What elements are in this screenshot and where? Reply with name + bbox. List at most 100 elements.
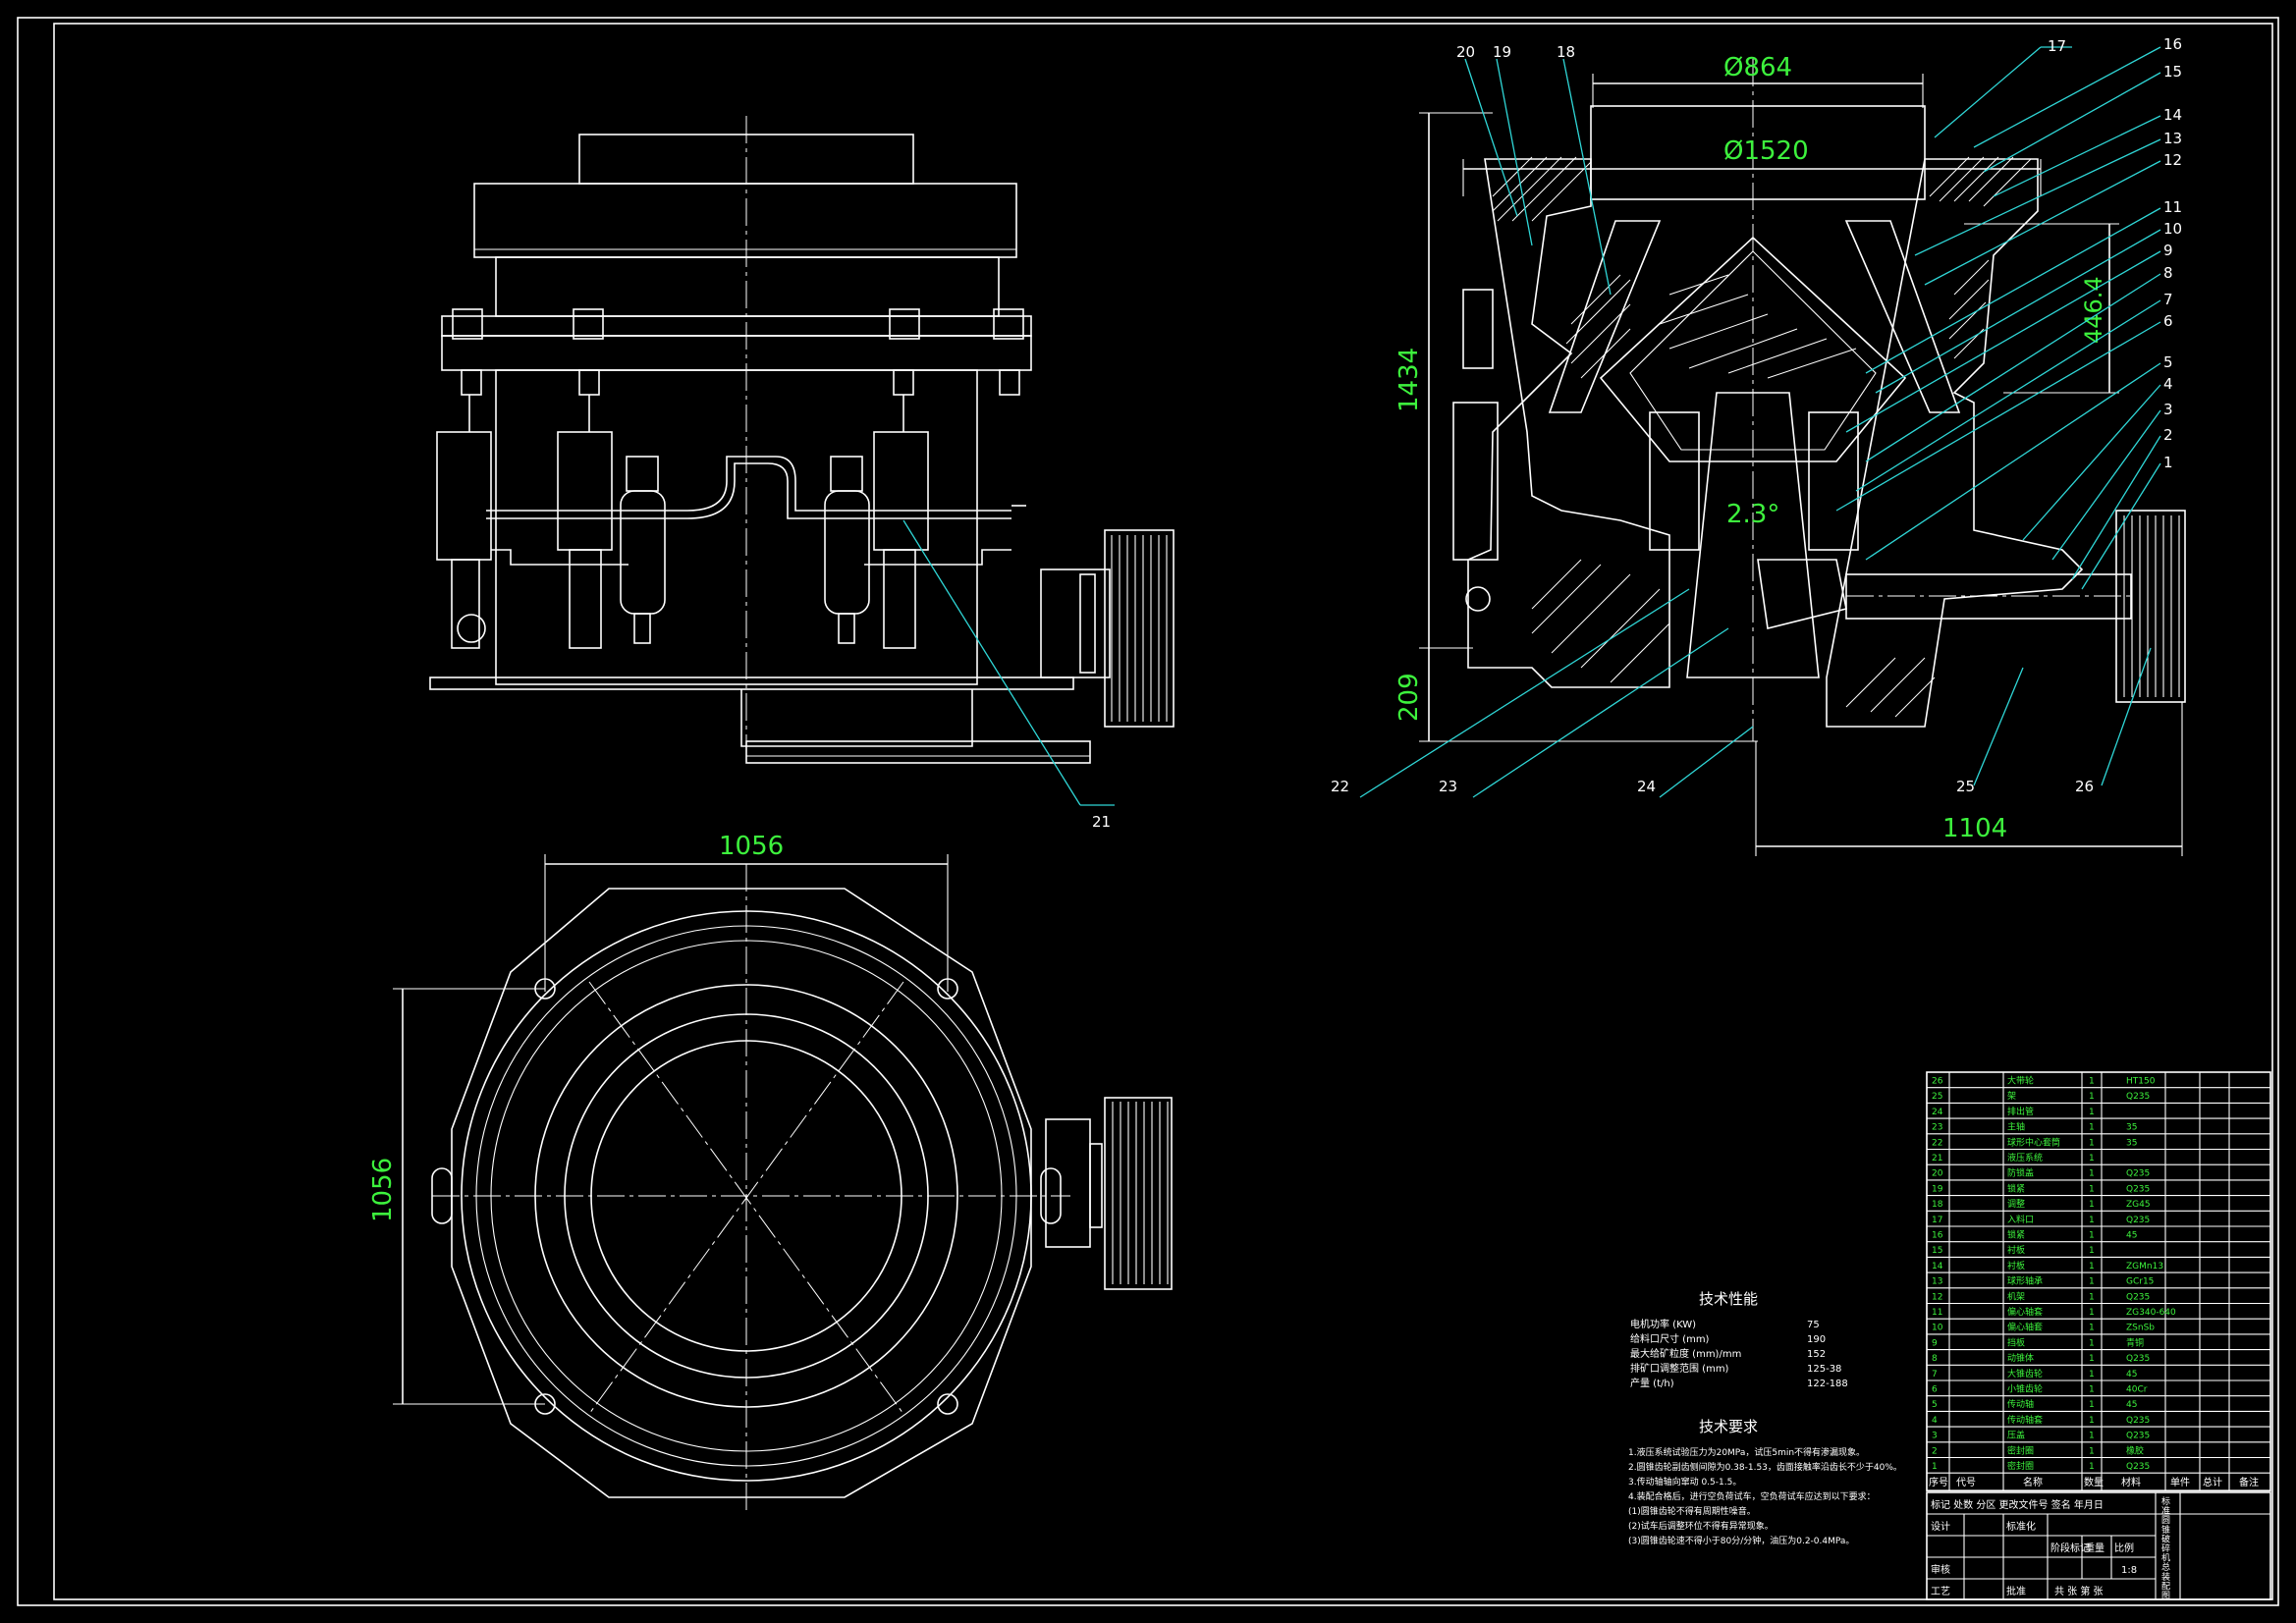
bom-header-cell: 代号	[1956, 1477, 1976, 1488]
dim-plan-h: 1056	[368, 1158, 398, 1222]
section-view: Ø864 Ø1520 1434 209 446.4 1104 2.3°	[1331, 35, 2186, 856]
main-shaft	[1686, 392, 1820, 678]
bom-cell-mat: ZG340-640	[2126, 1308, 2176, 1318]
bom-cell-qty: 1	[2089, 1246, 2095, 1256]
bom-cell-no: 10	[1932, 1324, 1943, 1333]
bom-cell-no: 23	[1932, 1123, 1942, 1133]
tb-title-char: 圆	[2161, 1515, 2170, 1526]
title-block: 标记 处数 分区 更改文件号 签名 年月日 设计 标准化 阶段标记 重量 比例 …	[1926, 1491, 2271, 1601]
plan-drive-housing	[1045, 1118, 1091, 1248]
bom-cell-qty: 1	[2089, 1277, 2095, 1287]
tb-sheets: 共 张 第 张	[2054, 1585, 2104, 1597]
leader-21	[902, 519, 1081, 806]
bom-cell-qty: 1	[2089, 1416, 2095, 1426]
bom-cell-no: 5	[1932, 1400, 1938, 1410]
part-label-24: 24	[1637, 778, 1656, 795]
hydraulic-piping	[486, 456, 1026, 566]
adjusting-cap	[473, 183, 1017, 258]
tech-perf-value: 152	[1807, 1349, 1826, 1360]
tech-perf-key: 排矿口调整范围 (mm)	[1630, 1362, 1729, 1375]
bom-cell-mat: Q235	[2126, 1216, 2150, 1225]
part-label-9: 9	[2163, 242, 2173, 259]
adjusting-ring	[495, 256, 1000, 317]
bom-cell-mat: Q235	[2126, 1462, 2150, 1472]
bom-cell-name: 锁紧	[2007, 1229, 2025, 1241]
dim-d864: Ø864	[1723, 53, 1792, 82]
bom-cell-qty: 1	[2089, 1370, 2095, 1380]
bom-frame	[1926, 1071, 2271, 1492]
bom-cell-no: 20	[1932, 1169, 1943, 1179]
dim-1104: 1104	[1942, 814, 2007, 843]
bom-cell-name: 球形轴承	[2007, 1275, 2043, 1287]
tech-perf-key: 产量 (t/h)	[1630, 1377, 1674, 1389]
bom-cell-no: 25	[1932, 1092, 1942, 1102]
bom-cell-mat: 橡胶	[2126, 1444, 2144, 1456]
bom-cell-no: 13	[1932, 1277, 1942, 1287]
bom-cell-qty: 1	[2089, 1292, 2095, 1302]
section-pulley	[2115, 510, 2186, 703]
discharge-base	[740, 689, 973, 747]
accumulators	[620, 456, 870, 644]
bom-cell-name: 机架	[2007, 1290, 2025, 1302]
bom-cell-no: 14	[1932, 1262, 1943, 1271]
bom-cell-no: 4	[1932, 1416, 1938, 1426]
bowl-liner-left	[1548, 220, 1662, 413]
bom-cell-name: 挡板	[2007, 1336, 2025, 1348]
part-label-15: 15	[2163, 63, 2182, 81]
bom-header-cell: 总计	[2203, 1476, 2222, 1488]
bom-cell-qty: 1	[2089, 1231, 2095, 1241]
bom-cell-qty: 1	[2089, 1200, 2095, 1210]
bom-cell-name: 锁紧	[2007, 1182, 2025, 1194]
bom-cell-name: 衬板	[2007, 1244, 2025, 1256]
plan-pulley	[1104, 1097, 1173, 1290]
bom-cell-name: 小锥齿轮	[2007, 1383, 2043, 1395]
tb-designer: 设计	[1931, 1520, 1950, 1533]
part-label-18: 18	[1557, 43, 1575, 61]
bom-header-cell: 备注	[2239, 1476, 2259, 1488]
bom-cell-no: 18	[1932, 1200, 1943, 1210]
bom-cell-name: 液压系统	[2007, 1152, 2043, 1163]
bom-cell-qty: 1	[2089, 1216, 2095, 1225]
bom-cell-qty: 1	[2089, 1354, 2095, 1364]
bom-cell-mat: Q235	[2126, 1184, 2150, 1194]
part-label-11: 11	[2163, 198, 2182, 216]
part-label-7: 7	[2163, 291, 2173, 308]
main-frame-body	[495, 369, 978, 685]
bom-cell-name: 衬板	[2007, 1260, 2025, 1271]
plan-hopper-inner	[564, 1013, 929, 1379]
bom-cell-no: 11	[1932, 1308, 1942, 1318]
tech-req-line: (2)试车后调整环位不得有异常现象。	[1628, 1520, 1774, 1532]
plan-bowl-opening	[590, 1040, 902, 1352]
bom-header-cell: 单件	[2170, 1477, 2190, 1488]
section-hatching	[1492, 156, 2032, 718]
bom-cell-mat: ZGMn13	[2126, 1262, 2163, 1271]
bom-cell-mat: 45	[2126, 1231, 2137, 1241]
bom-cell-mat: 45	[2126, 1370, 2137, 1380]
bom-cell-no: 16	[1932, 1231, 1943, 1241]
bom-cell-mat: 45	[2126, 1400, 2137, 1410]
bom-cell-mat: Q235	[2126, 1354, 2150, 1364]
bom-cell-qty: 1	[2089, 1385, 2095, 1395]
tech-req-line: (1)圆锥齿轮不得有周期性噪音。	[1628, 1505, 1756, 1517]
tb-stage: 阶段标记	[2050, 1542, 2090, 1554]
tb-standard: 标准化	[2006, 1520, 2036, 1533]
front-elevation-view: 21	[429, 116, 1175, 831]
plan-hopper-outer	[534, 984, 958, 1408]
bom-cell-mat: ZG45	[2126, 1200, 2151, 1210]
part-label-2: 2	[2163, 426, 2173, 444]
bom-cell-no: 26	[1932, 1077, 1943, 1087]
tb-title-char: 标	[2161, 1495, 2170, 1507]
bom-cell-name: 排出管	[2007, 1106, 2034, 1117]
bom-cell-no: 19	[1932, 1184, 1943, 1194]
bom-cell-qty: 1	[2089, 1324, 2095, 1333]
leaders-top	[1359, 46, 2161, 798]
tb-title-char: 机	[2161, 1552, 2170, 1564]
bom-header-cell: 序号	[1929, 1476, 1948, 1488]
bom-cell-name: 偏心轴套	[2007, 1306, 2043, 1318]
bom-cell-no: 17	[1932, 1216, 1942, 1225]
tech-perf-title: 技术性能	[1699, 1290, 1758, 1308]
bom-header-cell: 材料	[2121, 1476, 2141, 1488]
tech-perf-value: 122-188	[1807, 1379, 1848, 1389]
